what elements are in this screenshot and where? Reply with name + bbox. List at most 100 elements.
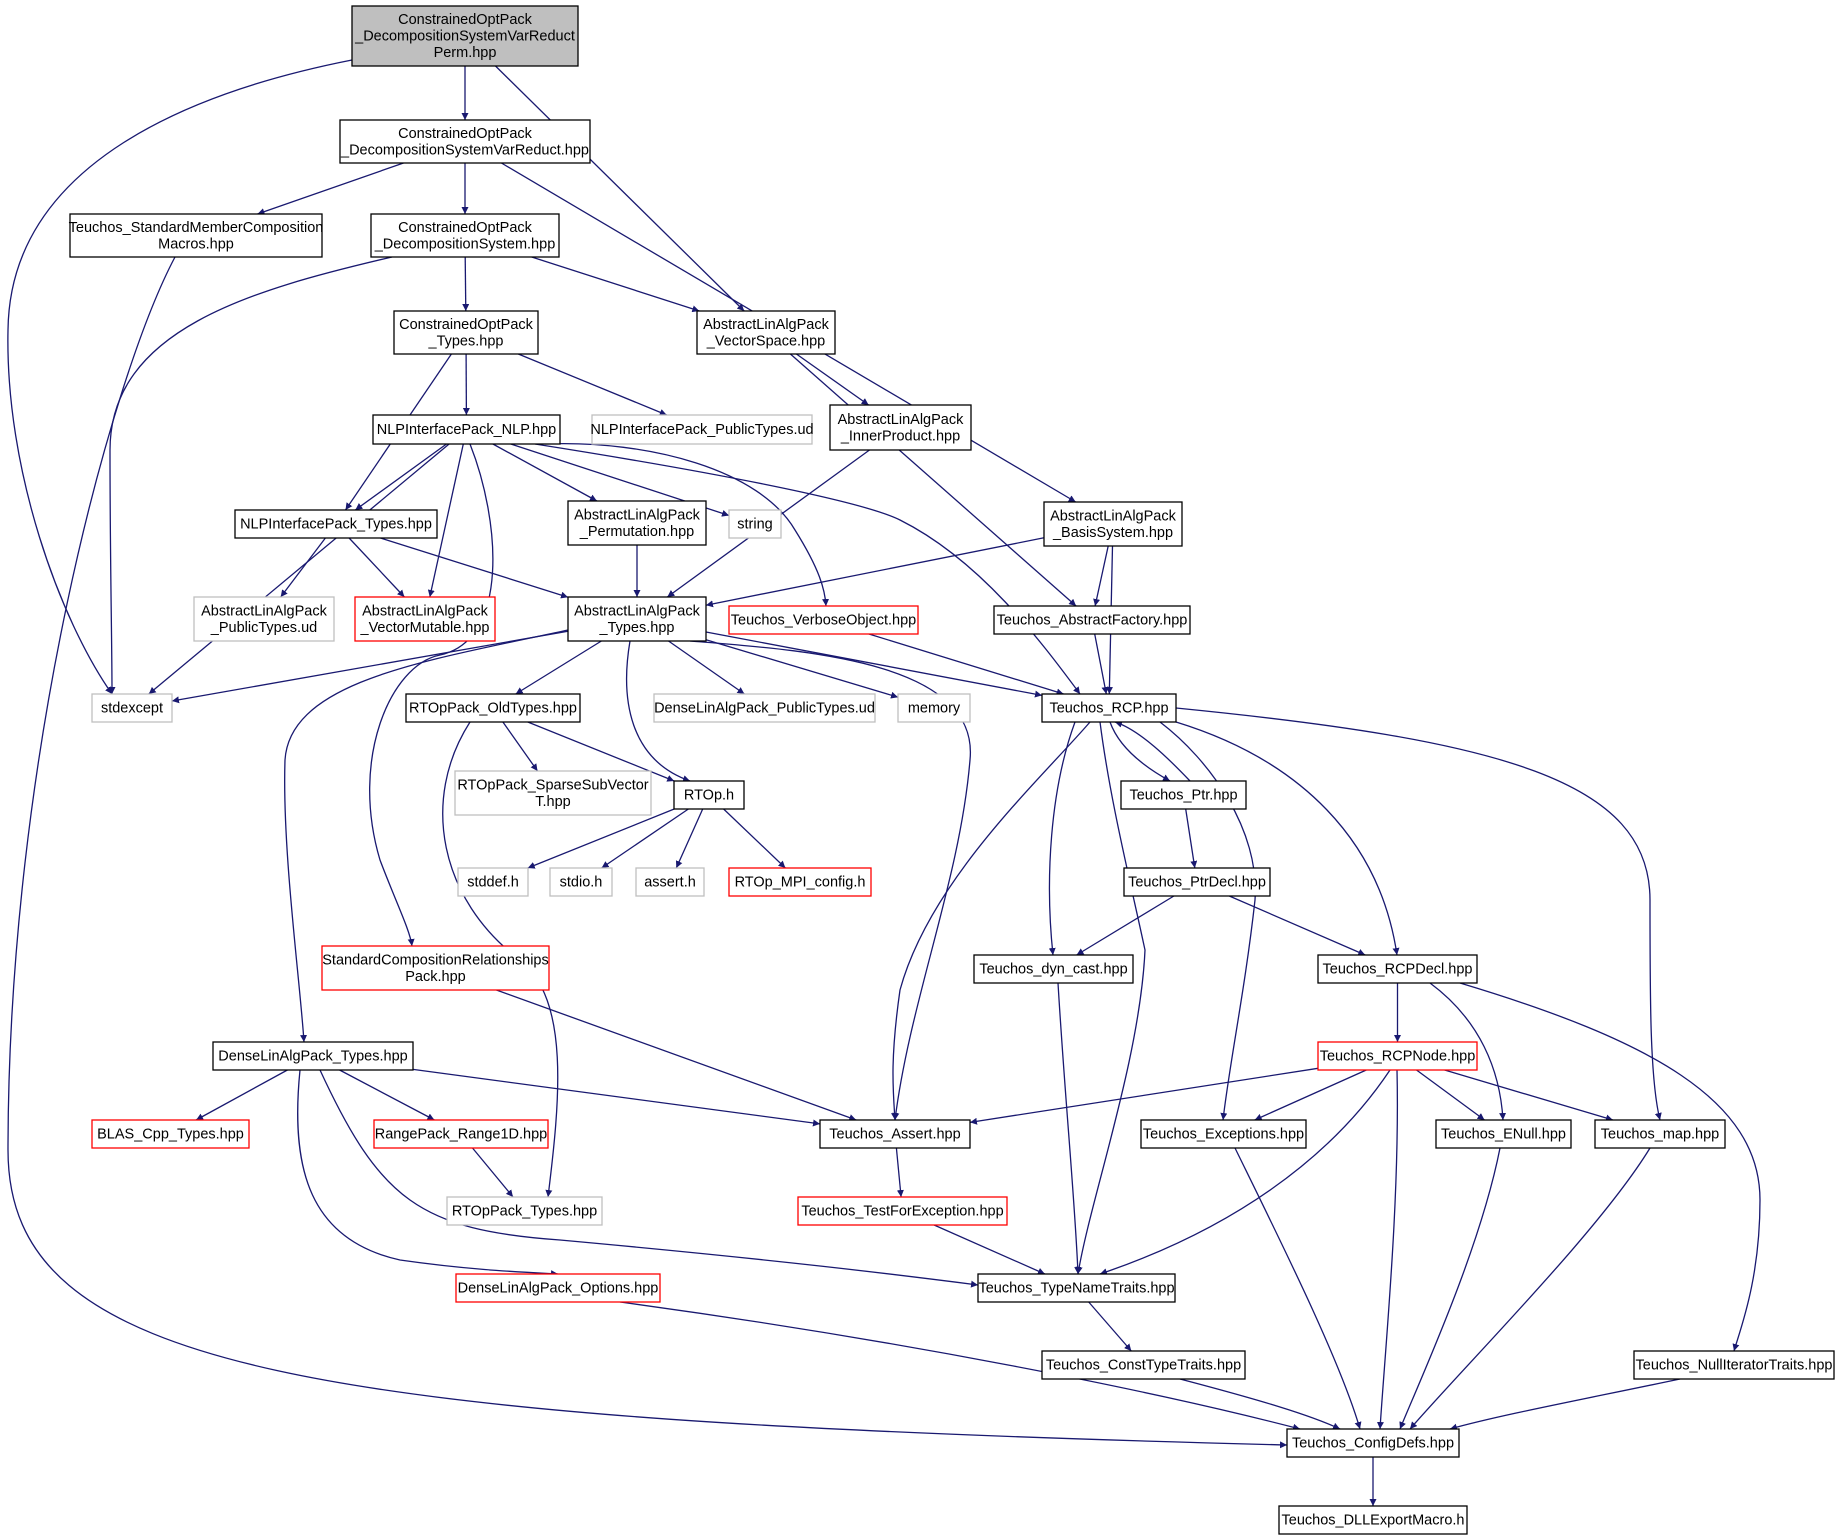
- node-dsvr[interactable]: ConstrainedOptPack_DecompositionSystemVa…: [339, 119, 591, 164]
- edge-tmap-to-cdefs: [1409, 1147, 1651, 1430]
- node-box-dyncast: [973, 954, 1134, 984]
- node-enull[interactable]: Teuchos_ENull.hpp: [1435, 1119, 1572, 1149]
- node-box-rcp: [1041, 693, 1177, 723]
- node-nlptypes[interactable]: NLPInterfacePack_Types.hpp: [234, 509, 438, 539]
- node-tnt[interactable]: Teuchos_TypeNameTraits.hpp: [977, 1273, 1176, 1303]
- edge-rtoph-to-mpiconf: [723, 808, 786, 869]
- edge-ctt-to-cdefs: [1179, 1378, 1341, 1430]
- node-ptr[interactable]: Teuchos_Ptr.hpp: [1120, 780, 1247, 810]
- edge-testfor-to-tnt: [933, 1224, 1046, 1275]
- node-label-mpiconf-line-0: RTOp_MPI_config.h: [735, 875, 866, 891]
- node-tsmc[interactable]: Teuchos_StandardMemberCompositionMacros.…: [69, 213, 324, 258]
- node-box-rcpnode: [1317, 1041, 1478, 1071]
- node-box-enull: [1435, 1119, 1572, 1149]
- node-cdefs[interactable]: Teuchos_ConfigDefs.hpp: [1286, 1428, 1460, 1458]
- edge-nlp-to-nlptypes: [354, 443, 447, 511]
- node-label-nlppub-line-0: NLPInterfacePack_PublicTypes.ud: [590, 422, 813, 438]
- node-box-memory: [897, 693, 971, 723]
- node-cotypes[interactable]: ConstrainedOptPack_Types.hpp: [393, 310, 539, 355]
- node-tassert[interactable]: Teuchos_Assert.hpp: [819, 1119, 971, 1149]
- node-label-tnt-line-0: Teuchos_TypeNameTraits.hpp: [978, 1281, 1174, 1297]
- node-rcpdecl[interactable]: Teuchos_RCPDecl.hpp: [1317, 954, 1478, 984]
- node-nlppub: NLPInterfacePack_PublicTypes.ud: [590, 414, 814, 445]
- node-nit[interactable]: Teuchos_NullIteratorTraits.hpp: [1633, 1350, 1835, 1380]
- node-box-tnt: [977, 1273, 1176, 1303]
- node-label-basis-line-1: _BasisSystem.hpp: [1052, 525, 1173, 541]
- node-verbose[interactable]: Teuchos_VerboseObject.hpp: [728, 605, 919, 635]
- node-nlp[interactable]: NLPInterfacePack_NLP.hpp: [372, 414, 561, 445]
- edge-rtoph-to-stdio: [601, 808, 689, 869]
- node-ptrdecl[interactable]: Teuchos_PtrDecl.hpp: [1123, 867, 1271, 897]
- node-box-testfor: [797, 1196, 1008, 1226]
- node-label-scrp-line-1: Pack.hpp: [405, 969, 465, 985]
- node-box-mpiconf: [728, 867, 872, 897]
- node-mpiconf[interactable]: RTOp_MPI_config.h: [728, 867, 872, 897]
- node-box-absfact: [993, 605, 1191, 635]
- node-dyncast[interactable]: Teuchos_dyn_cast.hpp: [973, 954, 1134, 984]
- edge-vspace-to-inner: [796, 353, 869, 406]
- edge-basis-to-absfact: [1093, 545, 1109, 607]
- node-label-tmap-line-0: Teuchos_map.hpp: [1601, 1127, 1720, 1143]
- node-blas[interactable]: BLAS_Cpp_Types.hpp: [91, 1119, 250, 1149]
- node-box-nlp: [372, 414, 561, 445]
- edge-rcpnode-to-tassert: [969, 1067, 1319, 1125]
- edge-rcp-to-ptr: [1109, 721, 1171, 782]
- node-inner[interactable]: AbstractLinAlgPack_InnerProduct.hpp: [829, 404, 972, 451]
- node-box-dlapub: [653, 693, 876, 723]
- edge-ptr-to-rcp: [1114, 720, 1191, 782]
- node-label-tsmc-line-0: Teuchos_StandardMemberComposition: [69, 220, 324, 236]
- node-label-rtopold-line-0: RTOpPack_OldTypes.hpp: [409, 701, 577, 717]
- node-range[interactable]: RangePack_Range1D.hpp: [373, 1119, 549, 1149]
- edge-tsmc-to-cdefs: [7, 256, 1288, 1449]
- edge-dlaopt-to-cdefs: [619, 1301, 1301, 1431]
- node-perm[interactable]: AbstractLinAlgPack_Permutation.hpp: [567, 500, 707, 546]
- node-stdexcept: stdexcept: [91, 693, 173, 723]
- node-dll[interactable]: Teuchos_DLLExportMacro.h: [1278, 1505, 1468, 1535]
- node-vspace[interactable]: AbstractLinAlgPack_VectorSpace.hpp: [696, 310, 836, 355]
- node-label-tsmc-line-1: Macros.hpp: [158, 236, 234, 252]
- node-vecmut[interactable]: AbstractLinAlgPack_VectorMutable.hpp: [354, 596, 496, 642]
- edge-ptrdecl-to-dyncast: [1076, 895, 1175, 956]
- node-label-rcpdecl-line-0: Teuchos_RCPDecl.hpp: [1323, 962, 1473, 978]
- node-label-blas-line-0: BLAS_Cpp_Types.hpp: [97, 1127, 244, 1143]
- node-label-nit-line-0: Teuchos_NullIteratorTraits.hpp: [1636, 1358, 1833, 1374]
- node-dlatypes[interactable]: DenseLinAlgPack_Types.hpp: [212, 1041, 414, 1071]
- edge-nlptypes-to-vecmut: [348, 537, 405, 598]
- node-root[interactable]: ConstrainedOptPack_DecompositionSystemVa…: [351, 5, 579, 67]
- node-box-texc: [1140, 1119, 1307, 1149]
- node-alatypes[interactable]: AbstractLinAlgPack_Types.hpp: [567, 596, 707, 642]
- edge-dlatypes-to-blas: [195, 1069, 288, 1121]
- edge-rcp-to-rcpdecl: [1175, 721, 1400, 956]
- node-stdio: stdio.h: [549, 867, 613, 897]
- edge-verbose-to-rcp: [868, 633, 1064, 696]
- node-box-rtopold: [405, 693, 581, 723]
- node-box-root: [351, 5, 579, 67]
- node-testfor[interactable]: Teuchos_TestForException.hpp: [797, 1196, 1008, 1226]
- node-box-scrp: [321, 945, 550, 991]
- node-rcp[interactable]: Teuchos_RCP.hpp: [1041, 693, 1177, 723]
- edge-rcp-to-texc: [1159, 721, 1256, 1121]
- node-rcpnode[interactable]: Teuchos_RCPNode.hpp: [1317, 1041, 1478, 1071]
- edge-rcpnode-to-tmap: [1444, 1069, 1614, 1122]
- node-texc[interactable]: Teuchos_Exceptions.hpp: [1140, 1119, 1307, 1149]
- node-rtoph[interactable]: RTOp.h: [673, 780, 745, 810]
- edge-rcpnode-to-enull: [1416, 1069, 1485, 1121]
- node-ds[interactable]: ConstrainedOptPack_DecompositionSystem.h…: [370, 213, 560, 258]
- node-label-inner-line-1: _InnerProduct.hpp: [840, 428, 960, 444]
- node-rtoptypes: RTOpPack_Types.hpp: [446, 1196, 603, 1226]
- node-box-verbose: [728, 605, 919, 635]
- node-basis[interactable]: AbstractLinAlgPack_BasisSystem.hpp: [1043, 501, 1183, 547]
- node-box-stdio: [549, 867, 613, 897]
- edge-root-to-stdexcept: [7, 59, 353, 695]
- node-label-root-line-0: ConstrainedOptPack: [398, 12, 533, 28]
- node-label-dsvr-line-1: _DecompositionSystemVarReduct.hpp: [340, 142, 589, 158]
- node-tmap[interactable]: Teuchos_map.hpp: [1594, 1119, 1726, 1149]
- node-absfact[interactable]: Teuchos_AbstractFactory.hpp: [993, 605, 1191, 635]
- node-rtopold[interactable]: RTOpPack_OldTypes.hpp: [405, 693, 581, 723]
- node-ctt[interactable]: Teuchos_ConstTypeTraits.hpp: [1041, 1350, 1246, 1380]
- edge-nlp-to-perm: [492, 443, 598, 502]
- node-label-stdexcept-line-0: stdexcept: [101, 701, 163, 717]
- node-dlaopt[interactable]: DenseLinAlgPack_Options.hpp: [455, 1273, 661, 1303]
- node-label-inner-line-0: AbstractLinAlgPack: [838, 412, 964, 428]
